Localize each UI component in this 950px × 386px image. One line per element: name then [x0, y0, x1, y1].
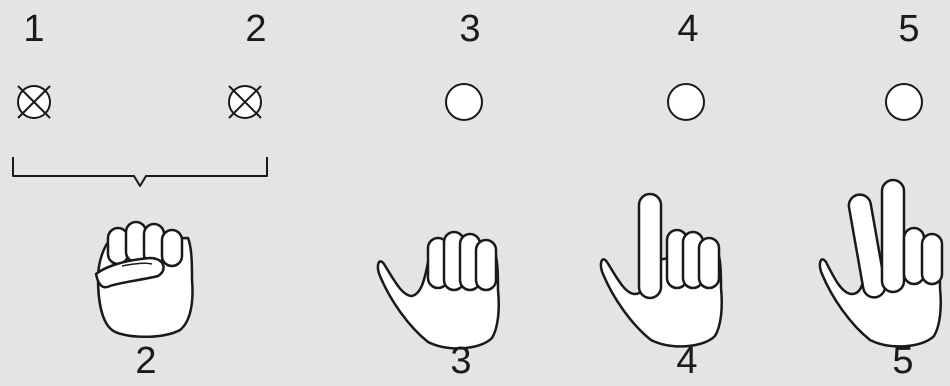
- thumb-index-hand-icon: [597, 190, 757, 350]
- thumb-out-hand-icon: [374, 224, 534, 352]
- thumb-index-middle-hand-icon: [818, 178, 950, 350]
- hand-number-2: 2: [126, 342, 166, 380]
- fist-hand-icon: [92, 218, 202, 348]
- hand-number-5: 5: [883, 342, 923, 380]
- hand-number-4: 4: [667, 342, 707, 380]
- hand-number-3: 3: [441, 342, 481, 380]
